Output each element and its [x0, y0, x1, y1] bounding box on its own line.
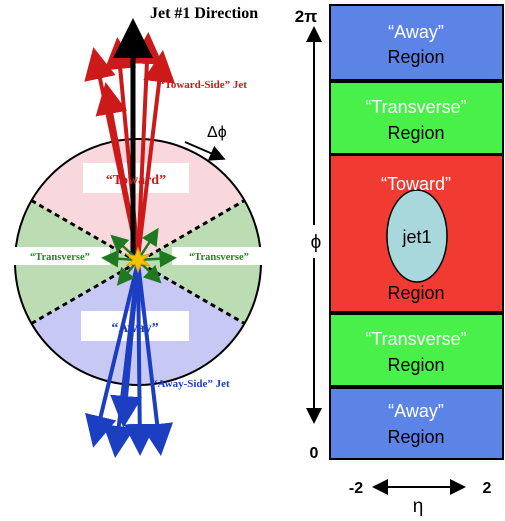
region-label-toward-line2: Region — [387, 283, 444, 303]
eta-min-label: -2 — [349, 480, 363, 497]
region-band-away-top — [329, 4, 504, 81]
jet1-label: jet1 — [401, 227, 431, 247]
jet1-direction-title: Jet #1 Direction — [150, 5, 258, 22]
delta-phi-label: Δϕ — [207, 124, 227, 141]
delta-phi-arrow — [184, 141, 226, 161]
transverse-left-label: “Transverse” — [30, 252, 90, 263]
away-side-jet-label: “Away-Side” Jet — [152, 378, 230, 390]
region-label-transverse-lower-line1: “Transverse” — [365, 329, 466, 349]
transverse-right-label: “Transverse” — [189, 252, 249, 263]
region-band-transverse-upper — [329, 81, 504, 155]
region-label-transverse-lower-line2: Region — [387, 355, 444, 375]
region-label-away-bottom-line2: Region — [387, 427, 444, 447]
transverse-right-box — [172, 247, 267, 265]
left-event-diagram: Jet #1 Direction “Toward-Side” Jet Δϕ “T… — [10, 5, 267, 458]
region-label-transverse-upper-line2: Region — [387, 123, 444, 143]
jet1-ellipse — [386, 189, 448, 283]
toward-label: “Toward” — [106, 173, 166, 188]
region-label-away-bottom-line1: “Away” — [388, 401, 444, 421]
transverse-left-box — [10, 247, 110, 265]
phi-bottom-label: 0 — [310, 445, 319, 462]
region-band-transverse-lower — [329, 313, 504, 387]
away-side-arrows — [85, 261, 174, 458]
division-line-1 — [30, 199, 246, 325]
phi-axis-label: ϕ — [311, 232, 322, 253]
region-label-away-top-line1: “Away” — [388, 22, 444, 42]
region-label-away-top-line2: Region — [387, 47, 444, 67]
right-eta-phi-diagram: “Away” Region “Transverse” Region “Towar… — [295, 4, 504, 517]
toward-label-box — [83, 163, 189, 193]
eta-axis-label: η — [413, 496, 424, 517]
region-label-transverse-upper-line1: “Transverse” — [365, 97, 466, 117]
collision-star — [125, 246, 151, 274]
away-label: “Away” — [111, 321, 158, 336]
region-band-away-bottom — [329, 387, 504, 460]
phi-top-label: 2π — [295, 7, 317, 26]
division-line-2 — [30, 199, 246, 325]
region-label-toward-line1: “Toward” — [381, 174, 451, 194]
eta-max-label: 2 — [483, 480, 492, 497]
toward-side-jet-label: “Toward-Side” Jet — [159, 79, 247, 91]
